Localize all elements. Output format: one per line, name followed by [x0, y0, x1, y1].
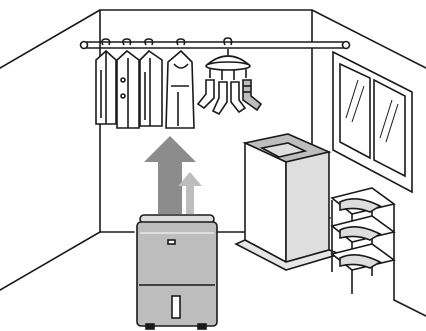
sock-hanger-icon	[196, 37, 263, 116]
dehumidifier-icon	[136, 214, 218, 330]
hanging-clothes-icon	[95, 38, 195, 129]
clothes-rail-icon	[79, 40, 351, 50]
airflow-arrow-icon	[144, 136, 202, 214]
washing-machine-icon	[234, 133, 343, 271]
window-icon	[332, 50, 413, 194]
shelf-rack-icon	[330, 187, 396, 300]
